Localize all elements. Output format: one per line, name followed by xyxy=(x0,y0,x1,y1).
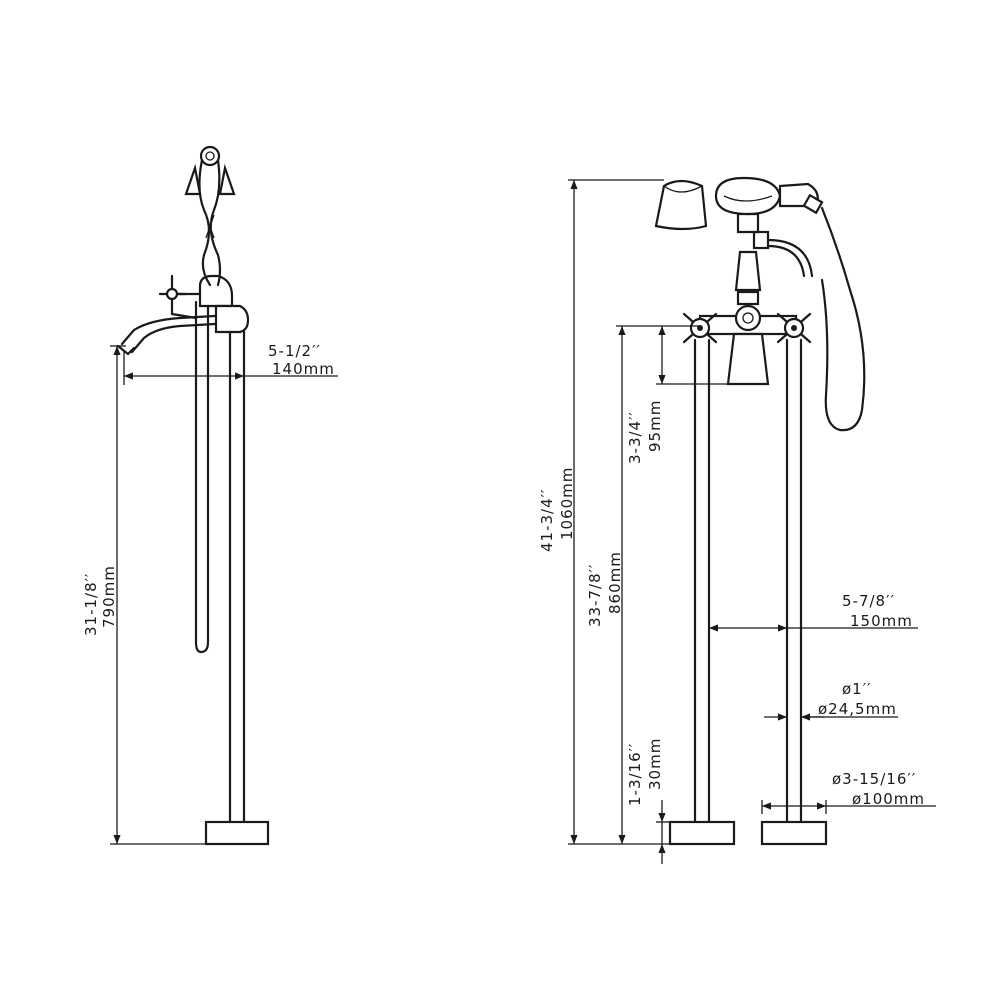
dim-riser-diameter-in: ø1′′ xyxy=(842,680,872,698)
front-riser-right xyxy=(785,338,803,824)
side-cradle-cup xyxy=(184,163,236,196)
side-riser xyxy=(228,316,246,824)
dim-riser-spacing: 5-7/8′′ 150mm xyxy=(709,592,918,632)
side-cradle-ring xyxy=(199,145,221,167)
dim-riser-diameter-mm: ø24,5mm xyxy=(818,700,897,718)
side-cross-handle xyxy=(158,274,202,320)
front-riser-left xyxy=(693,338,711,824)
front-valve-column xyxy=(726,332,770,386)
dim-valve-height: 33-7/8′′ 860mm xyxy=(586,325,700,844)
side-union xyxy=(214,304,250,334)
dim-base-diameter-mm: ø100mm xyxy=(852,790,925,808)
dim-base-height: 1-3/16′′ 30mm xyxy=(626,738,670,864)
dim-base-height-mm: 30mm xyxy=(646,738,664,790)
front-floor-base-right xyxy=(760,820,828,846)
side-handshower-neck xyxy=(198,158,222,287)
dim-valve-height-mm: 860mm xyxy=(606,551,624,614)
dim-base-height-in: 1-3/16′′ xyxy=(626,743,644,806)
side-view: 5-1/2′′ 140mm 31-1/8′′ 790mm xyxy=(82,145,338,846)
dim-spout-reach: 5-1/2′′ 140mm xyxy=(123,340,338,385)
dim-valve-body: 3-3/4′′ 95mm xyxy=(626,326,728,464)
dim-riser-spacing-mm: 150mm xyxy=(850,612,913,630)
side-valve-body xyxy=(198,274,234,308)
front-valve-neck xyxy=(734,250,762,292)
side-hose xyxy=(194,298,210,654)
dim-valve-body-mm: 95mm xyxy=(646,400,664,452)
dim-valve-body-in: 3-3/4′′ xyxy=(626,411,644,464)
dim-total-height-mm: 1060mm xyxy=(558,467,576,540)
front-cross-handle-left xyxy=(682,312,718,344)
front-spout-bell xyxy=(654,179,708,231)
dim-spout-height-mm: 790mm xyxy=(100,565,118,628)
dim-total-height: 41-3/4′′ 1060mm xyxy=(538,179,670,845)
dim-valve-height-in: 33-7/8′′ xyxy=(586,564,604,627)
dim-base-diameter: ø3-15/16′′ ø100mm xyxy=(761,770,936,814)
side-spout-tip xyxy=(116,344,136,356)
dim-spout-reach-in: 5-1/2′′ xyxy=(268,342,321,360)
dim-base-diameter-in: ø3-15/16′′ xyxy=(832,770,916,788)
front-valve-boss xyxy=(734,304,762,332)
front-floor-base-left xyxy=(668,820,736,846)
dim-spout-height-in: 31-1/8′′ xyxy=(82,573,100,636)
front-view: 41-3/4′′ 1060mm 33-7/8′′ 860mm 3-3/4′′ 9… xyxy=(538,176,936,864)
front-cradle-post xyxy=(736,212,760,234)
side-floor-base xyxy=(204,820,270,846)
front-hose-connector xyxy=(752,230,770,250)
front-cross-handle-right xyxy=(776,312,812,344)
dim-riser-spacing-in: 5-7/8′′ xyxy=(842,592,895,610)
front-hose xyxy=(766,238,814,278)
side-spout xyxy=(120,314,217,354)
dim-riser-diameter: ø1′′ ø24,5mm xyxy=(764,680,898,721)
dim-total-height-in: 41-3/4′′ xyxy=(538,489,556,552)
dim-spout-reach-mm: 140mm xyxy=(272,360,335,378)
dim-spout-height: 31-1/8′′ 790mm xyxy=(82,345,206,845)
